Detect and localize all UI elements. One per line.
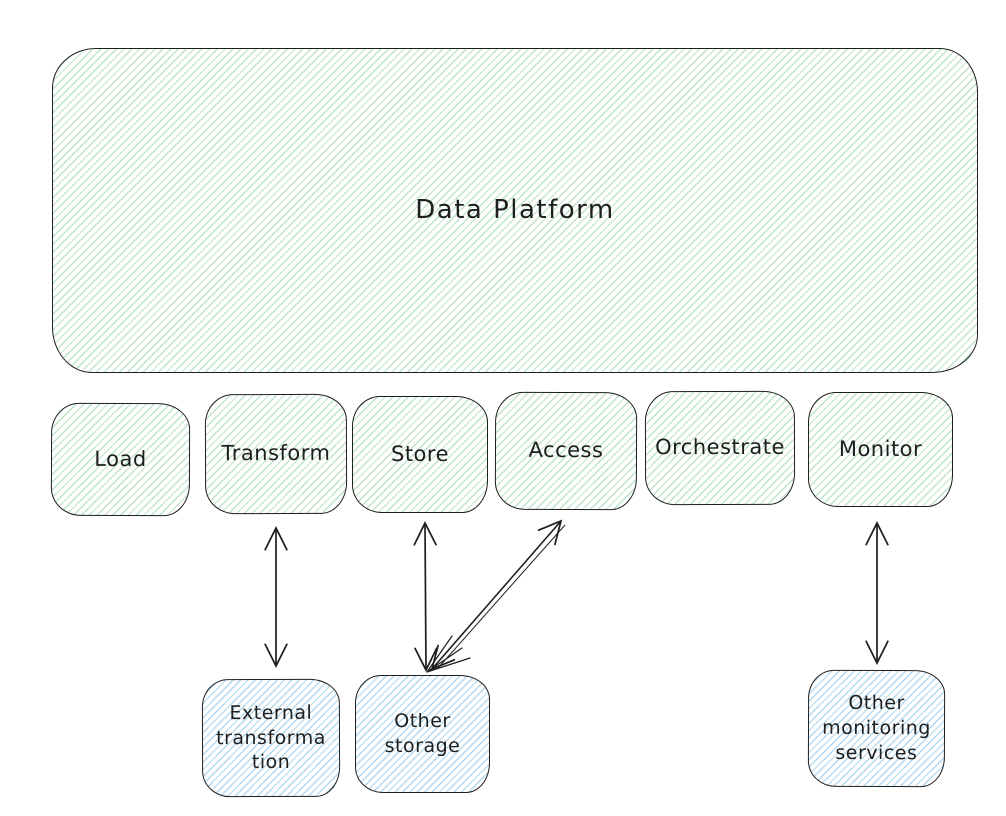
node-data-platform: Data Platform: [52, 48, 978, 373]
arrow-access-other-storage: [430, 519, 563, 671]
node-other-monitoring-services: Other monitoring services: [807, 669, 946, 788]
node-load-label: Load: [94, 446, 147, 471]
node-load: Load: [50, 402, 191, 517]
node-external-transformation: External transforma tion: [201, 678, 341, 798]
node-transform: Transform: [204, 393, 348, 515]
node-monitor: Monitor: [808, 392, 953, 507]
node-access-label: Access: [528, 438, 604, 463]
arrow-sketch-strokes: [426, 635, 471, 673]
node-data-platform-label: Data Platform: [415, 194, 615, 225]
node-other-monitoring-services-label: Other monitoring services: [822, 692, 931, 764]
node-store-label: Store: [390, 441, 449, 466]
node-orchestrate: Orchestrate: [644, 390, 796, 506]
node-orchestrate-label: Orchestrate: [655, 435, 785, 460]
node-other-storage-label: Other storage: [384, 710, 461, 757]
node-other-storage: Other storage: [355, 675, 490, 793]
arrow-store-other-storage: [413, 521, 438, 672]
arrow-access-other-storage-sketch: [437, 524, 566, 669]
node-access: Access: [494, 391, 638, 511]
node-store: Store: [352, 396, 488, 513]
node-monitor-label: Monitor: [838, 436, 923, 461]
node-external-transformation-label: External transforma tion: [216, 701, 326, 774]
node-transform-label: Transform: [221, 441, 331, 466]
